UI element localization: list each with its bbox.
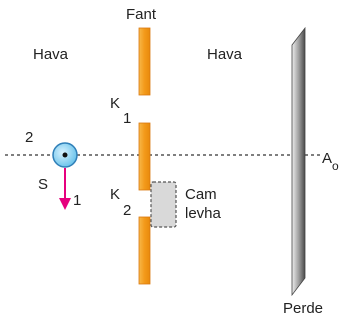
light-source-center: [62, 152, 68, 158]
label-axis-2: 2: [25, 129, 33, 146]
barrier-middle: [138, 122, 151, 191]
label-k1: K: [110, 95, 120, 112]
label-point-a: A: [322, 150, 332, 167]
label-glass-line1: Cam: [185, 186, 217, 203]
label-fant: Fant: [126, 6, 157, 23]
glass-plate: [150, 181, 177, 228]
label-k1-sub: 1: [123, 110, 131, 127]
label-glass-line2: levha: [185, 205, 222, 222]
screen: [291, 26, 306, 297]
label-hava-right: Hava: [207, 46, 243, 63]
motion-arrow-head: [59, 198, 71, 210]
label-hava-left: Hava: [33, 46, 69, 63]
label-source-s: S: [38, 176, 48, 193]
label-point-a-sub: o: [332, 159, 339, 173]
label-k2: K: [110, 186, 120, 203]
label-k2-sub: 2: [123, 202, 131, 219]
label-axis-1: 1: [73, 192, 81, 209]
barrier-bottom: [138, 216, 151, 285]
label-screen: Perde: [283, 300, 323, 317]
barrier-top: [138, 27, 151, 96]
